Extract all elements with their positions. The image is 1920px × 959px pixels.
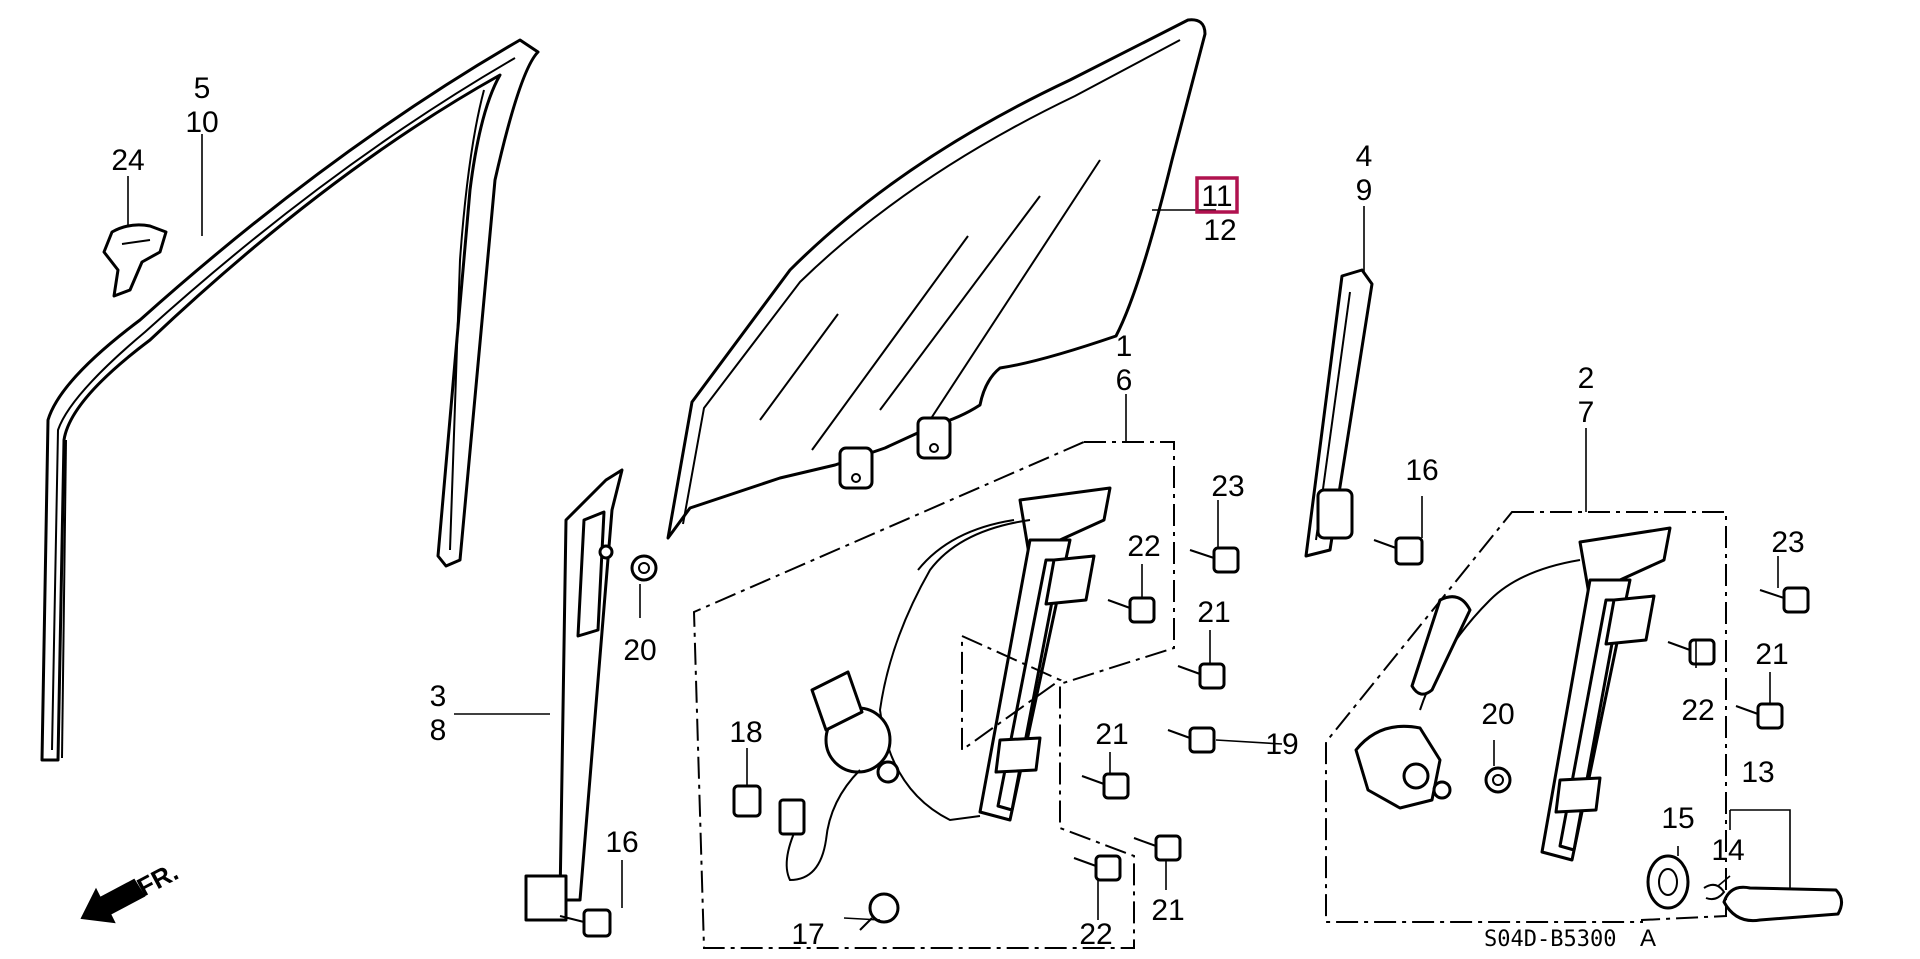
nut-20-right[interactable]	[1484, 766, 1512, 794]
seat-15[interactable]	[1646, 854, 1690, 910]
label-part-21-d[interactable]: 21	[1755, 638, 1788, 671]
nut-20-left[interactable]	[630, 554, 658, 582]
label-part-4[interactable]: 4	[1356, 140, 1373, 173]
front-arrow-icon	[80, 878, 146, 924]
label-part-15[interactable]: 15	[1661, 802, 1694, 835]
label-part-19[interactable]: 19	[1265, 728, 1298, 761]
bolt-16-right[interactable]	[1373, 536, 1424, 566]
label-part-24[interactable]: 24	[111, 144, 144, 177]
regulator-manual[interactable]	[1354, 526, 1672, 862]
label-part-2[interactable]: 2	[1578, 362, 1595, 395]
label-part-11[interactable]: 11	[1201, 180, 1232, 213]
bolt-21-a[interactable]	[1177, 662, 1226, 690]
label-part-17[interactable]: 17	[791, 918, 824, 951]
group-outline-regulator-manual	[1325, 511, 1727, 923]
label-part-21-a[interactable]: 21	[1197, 596, 1230, 629]
leader-lines	[127, 134, 1791, 921]
label-part-13[interactable]: 13	[1741, 756, 1774, 789]
label-part-16-left[interactable]: 16	[605, 826, 638, 859]
label-part-5[interactable]: 5	[194, 72, 211, 105]
label-part-23-right[interactable]: 23	[1771, 526, 1804, 559]
front-channel[interactable]	[524, 468, 624, 922]
label-part-22-c[interactable]: 22	[1681, 694, 1714, 727]
highlight-part-11	[1195, 176, 1239, 214]
label-part-8[interactable]: 8	[430, 714, 447, 747]
bolt-22-a[interactable]	[1107, 596, 1156, 624]
door-glass[interactable]	[666, 18, 1207, 540]
label-part-22-b[interactable]: 22	[1079, 918, 1112, 951]
bolt-22-c[interactable]	[1667, 638, 1716, 666]
label-part-12[interactable]: 12	[1203, 214, 1236, 247]
bolt-16-left[interactable]	[559, 908, 612, 938]
front-direction-indicator: FR.	[80, 856, 183, 924]
label-part-23-left[interactable]: 23	[1211, 470, 1244, 503]
rear-channel[interactable]	[1304, 268, 1374, 558]
bolt-21-b[interactable]	[1081, 772, 1130, 800]
drawing-code: S04D-B5300	[1484, 927, 1616, 952]
bolt-23-right[interactable]	[1759, 586, 1810, 614]
handle-13[interactable]	[1722, 885, 1843, 923]
label-part-20-left[interactable]: 20	[623, 634, 656, 667]
bolt-21-d[interactable]	[1735, 702, 1784, 730]
label-part-6[interactable]: 6	[1116, 364, 1133, 397]
label-part-20-right[interactable]: 20	[1481, 698, 1514, 731]
label-part-21-c[interactable]: 21	[1151, 894, 1184, 927]
label-part-7[interactable]: 7	[1578, 396, 1595, 429]
bolt-23-left[interactable]	[1189, 546, 1240, 574]
group-outline-regulator-power	[692, 441, 1175, 949]
group-outline-bolts	[961, 634, 1062, 752]
label-part-1[interactable]: 1	[1116, 330, 1133, 363]
label-part-3[interactable]: 3	[430, 680, 447, 713]
regulator-power[interactable]	[778, 486, 1112, 882]
door-sash-channel[interactable]	[40, 38, 540, 762]
drawing-revision: A	[1640, 925, 1656, 952]
bolt-21-c[interactable]	[1133, 834, 1182, 862]
clip-24[interactable]	[102, 223, 168, 298]
bolt-22-b[interactable]	[1073, 854, 1122, 882]
connector-17[interactable]	[859, 892, 900, 931]
label-part-21-b[interactable]: 21	[1095, 718, 1128, 751]
label-part-22-a[interactable]: 22	[1127, 530, 1160, 563]
label-part-10[interactable]: 10	[185, 106, 218, 139]
label-part-9[interactable]: 9	[1356, 174, 1373, 207]
bolt-19[interactable]	[1167, 726, 1216, 754]
label-part-16-right[interactable]: 16	[1405, 454, 1438, 487]
clip-14[interactable]	[1703, 883, 1726, 901]
label-part-18[interactable]: 18	[729, 716, 762, 749]
clip-18[interactable]	[732, 784, 762, 818]
label-part-14[interactable]: 14	[1711, 834, 1744, 867]
